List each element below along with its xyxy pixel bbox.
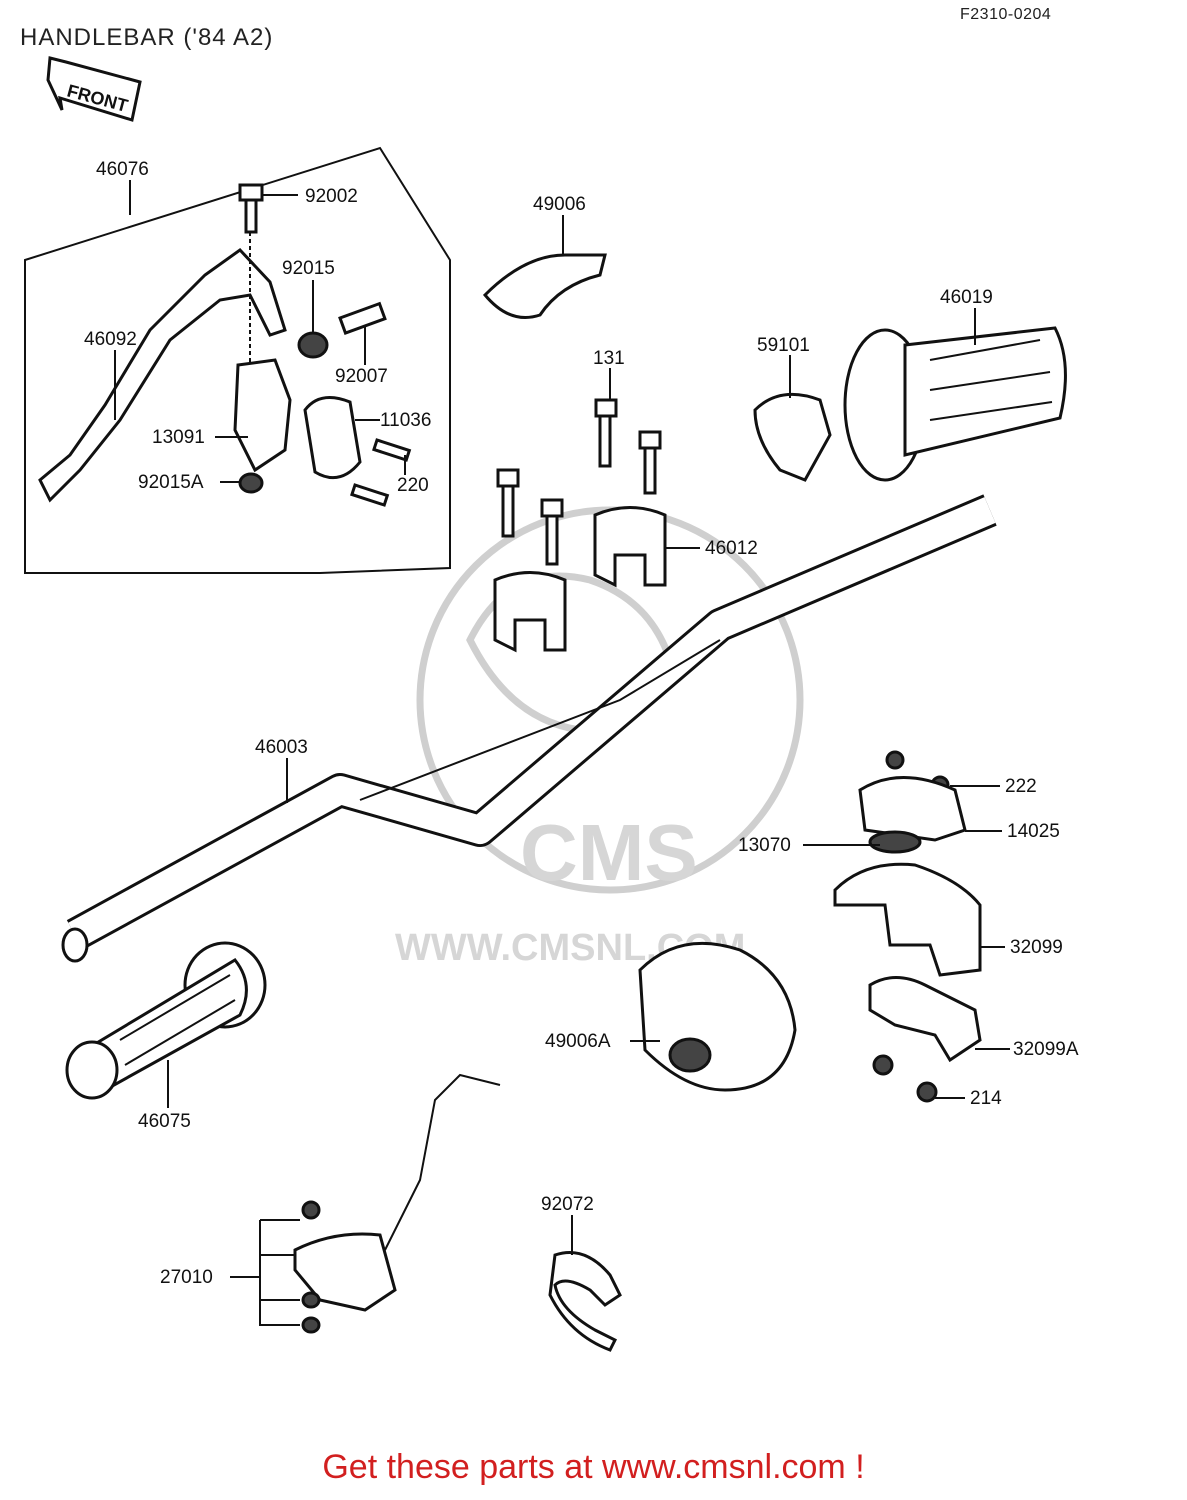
callout-49006A[interactable]: 49006A <box>545 1031 611 1052</box>
handlebar-end <box>61 927 89 963</box>
callout-13091[interactable]: 13091 <box>152 427 205 448</box>
bolt-220-lower <box>350 483 390 507</box>
switch-washer <box>301 1291 321 1309</box>
throttle-case-32099A <box>868 976 982 1063</box>
lever-assembly-boundary <box>24 146 451 574</box>
throttle-grip-46019 <box>843 326 1067 482</box>
page-title: HANDLEBAR ('84 A2) <box>20 24 274 51</box>
bolt-131-a-head <box>594 398 618 418</box>
lever-holder-13091 <box>233 358 292 473</box>
screw-222-a <box>885 750 905 770</box>
callout-27010[interactable]: 27010 <box>160 1267 213 1288</box>
bolt-220-upper <box>372 438 412 462</box>
callout-92015[interactable]: 92015 <box>282 258 335 279</box>
holder-clamp-11036 <box>303 396 362 480</box>
nut-92015A <box>238 472 264 494</box>
callout-92002[interactable]: 92002 <box>305 186 358 207</box>
screw-214-a <box>872 1054 894 1076</box>
callout-46012[interactable]: 46012 <box>705 538 758 559</box>
callout-49006[interactable]: 49006 <box>533 194 586 215</box>
handlebar-46003 <box>68 497 996 948</box>
bolt-92002 <box>238 183 264 202</box>
callout-46076[interactable]: 46076 <box>96 159 149 180</box>
callout-46019[interactable]: 46019 <box>940 287 993 308</box>
bolt-131-d-head <box>540 498 564 518</box>
callout-46075[interactable]: 46075 <box>138 1111 191 1132</box>
nut-92015 <box>297 331 329 359</box>
switch-27010 <box>293 1232 397 1312</box>
callout-46003[interactable]: 46003 <box>255 737 308 758</box>
bolt-131-b-head <box>638 430 662 450</box>
callout-46092[interactable]: 46092 <box>84 329 137 350</box>
bolt-131-b <box>643 446 657 495</box>
callout-11036[interactable]: 11036 <box>380 410 432 431</box>
callout-32099[interactable]: 32099 <box>1010 937 1063 958</box>
callout-14025[interactable]: 14025 <box>1007 821 1060 842</box>
leader-lines <box>114 180 1010 1255</box>
left-grip-46075 <box>65 941 267 1100</box>
callout-131[interactable]: 131 <box>593 348 625 369</box>
footer-promo-text[interactable]: Get these parts at www.cmsnl.com ! <box>322 1448 865 1486</box>
switch-nut <box>301 1316 321 1334</box>
clutch-lever <box>38 248 287 503</box>
callout-222[interactable]: 222 <box>1005 776 1037 797</box>
screw-214-b <box>916 1081 938 1103</box>
watermark-brand: CMS <box>520 808 698 897</box>
bolt-131-c <box>501 484 515 538</box>
callout-13070[interactable]: 13070 <box>738 835 791 856</box>
bolt-131-d <box>545 514 559 566</box>
callout-59101[interactable]: 59101 <box>757 335 810 356</box>
callout-92072[interactable]: 92072 <box>541 1194 594 1215</box>
bolt-131-c-head <box>496 468 520 488</box>
adjuster-92007 <box>338 301 387 335</box>
handlebar-holder-46012-upper <box>593 506 667 588</box>
callout-220[interactable]: 220 <box>397 475 429 496</box>
callout-92007[interactable]: 92007 <box>335 366 388 387</box>
bolt-131-a <box>598 414 612 468</box>
callout-214[interactable]: 214 <box>970 1088 1002 1109</box>
cover-14025 <box>858 776 967 842</box>
throttle-case-32099 <box>833 862 982 977</box>
band-92072 <box>548 1251 622 1352</box>
callout-32099A[interactable]: 32099A <box>1013 1039 1079 1060</box>
throttle-cover-49006 <box>482 253 607 319</box>
throttle-housing-59101 <box>753 392 832 482</box>
cap-49006A <box>638 941 797 1092</box>
bolt-92002-shank <box>244 198 258 234</box>
diagram-reference-code: F2310-0204 <box>960 6 1052 23</box>
handlebar-holder-46012-lower <box>493 571 567 653</box>
front-arrow-icon: FRONT <box>46 56 142 122</box>
ring-13070 <box>868 830 922 854</box>
callout-92015A[interactable]: 92015A <box>138 472 204 493</box>
switch-screw <box>301 1200 321 1220</box>
